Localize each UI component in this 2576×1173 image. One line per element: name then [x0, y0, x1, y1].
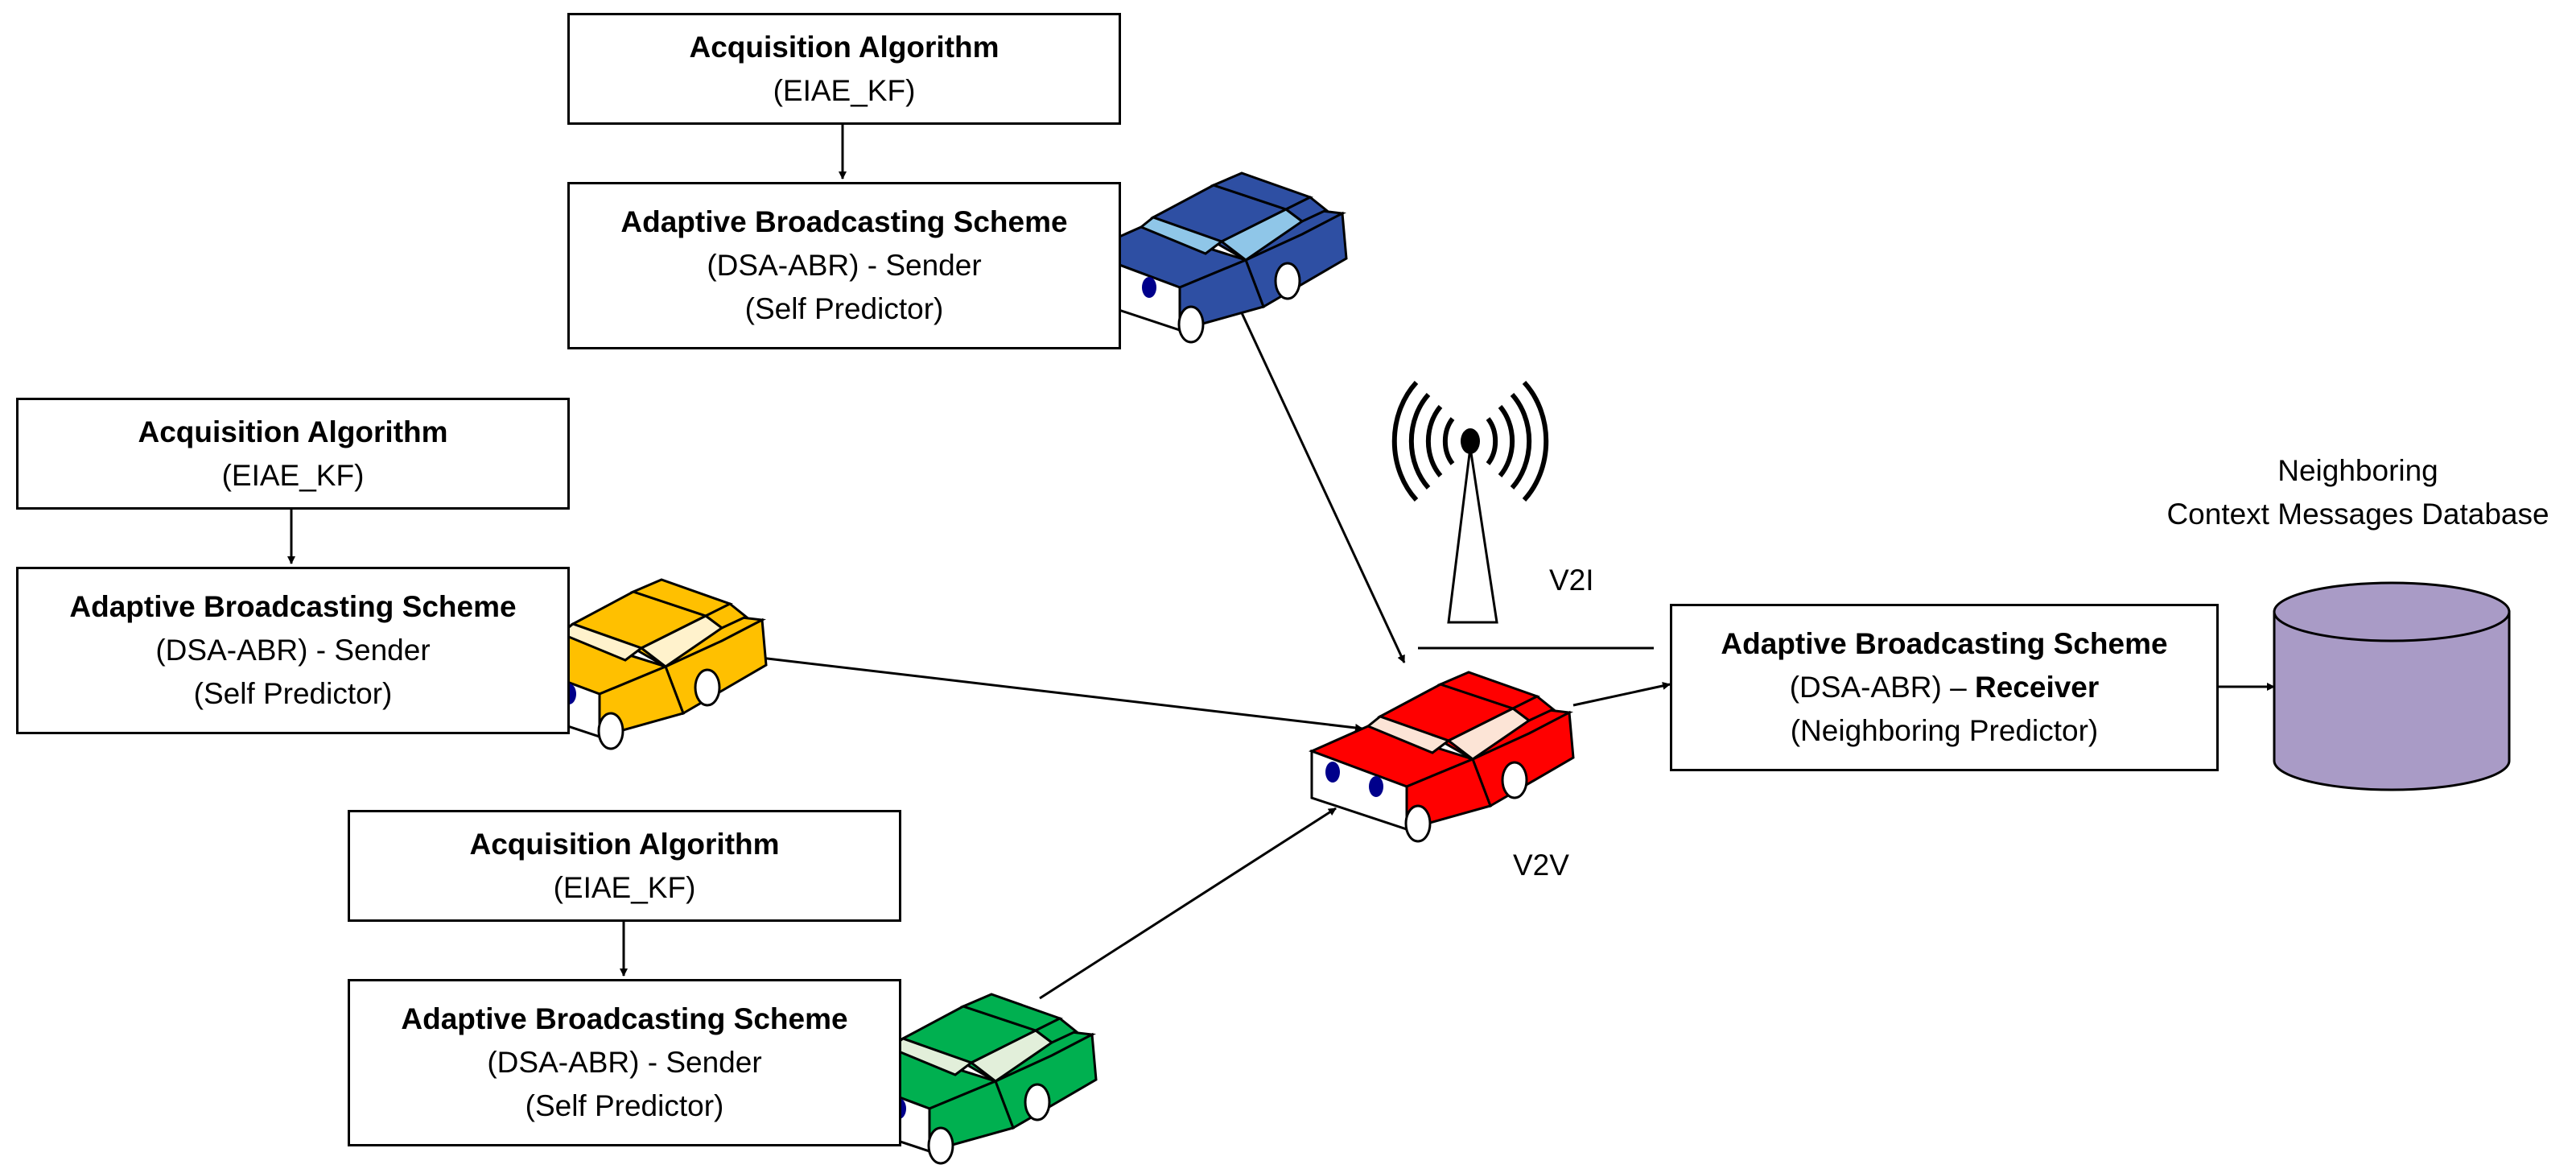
receiver-role: Receiver — [1974, 671, 2100, 704]
arrow-yellow-car-to-red-car — [760, 656, 1363, 732]
receiver-line2: (Neighboring Predictor) — [1790, 714, 2099, 747]
scheme-title: Adaptive Broadcasting Scheme — [620, 205, 1068, 238]
database-icon — [2273, 581, 2511, 791]
v2v-label: V2V — [1513, 849, 1569, 882]
database-label-line1: Neighboring — [2277, 454, 2438, 487]
receiver-line1-prefix: (DSA-ABR) – — [1789, 671, 1975, 704]
scheme-title: Adaptive Broadcasting Scheme — [69, 590, 517, 623]
arrow-green-car-to-red-car — [1039, 807, 1337, 1000]
sender-scheme-box-2: Adaptive Broadcasting Scheme (DSA-ABR) -… — [16, 567, 570, 734]
red-car-icon — [1310, 671, 1575, 843]
scheme-line1: (DSA-ABR) - Sender — [707, 249, 982, 282]
scheme-title: Adaptive Broadcasting Scheme — [401, 1002, 848, 1035]
acquisition-subtitle: (EIAE_KF) — [221, 458, 365, 492]
acquisition-title: Acquisition Algorithm — [689, 30, 999, 64]
acquisition-subtitle: (EIAE_KF) — [773, 73, 916, 107]
receiver-line1: (DSA-ABR) – Receiver — [1790, 666, 2100, 709]
sender-scheme-box-3: Adaptive Broadcasting Scheme (DSA-ABR) -… — [348, 979, 901, 1146]
acquisition-algorithm-box-2: Acquisition Algorithm (EIAE_KF) — [16, 398, 570, 510]
database-label: Neighboring Context Messages Database — [2141, 449, 2575, 536]
acquisition-algorithm-box-3: Acquisition Algorithm (EIAE_KF) — [348, 810, 901, 922]
receiver-title: Adaptive Broadcasting Scheme — [1721, 627, 2168, 660]
scheme-line2: (Self Predictor) — [193, 677, 393, 710]
scheme-line1: (DSA-ABR) - Sender — [487, 1046, 762, 1079]
scheme-line2: (Self Predictor) — [744, 292, 944, 325]
antenna-tower-icon — [1391, 380, 1549, 624]
scheme-line2: (Self Predictor) — [525, 1089, 724, 1122]
blue-car-icon — [1083, 171, 1348, 344]
receiver-scheme-box: Adaptive Broadcasting Scheme (DSA-ABR) –… — [1670, 604, 2219, 771]
acquisition-algorithm-box-1: Acquisition Algorithm (EIAE_KF) — [567, 13, 1121, 125]
acquisition-title: Acquisition Algorithm — [469, 827, 780, 861]
v2i-label: V2I — [1549, 564, 1594, 597]
database-label-line2: Context Messages Database — [2166, 498, 2549, 531]
scheme-line1: (DSA-ABR) - Sender — [155, 634, 431, 667]
acquisition-subtitle: (EIAE_KF) — [553, 870, 696, 904]
sender-scheme-box-1: Adaptive Broadcasting Scheme (DSA-ABR) -… — [567, 182, 1121, 349]
arrow-red-car-to-receiver — [1572, 682, 1671, 707]
acquisition-title: Acquisition Algorithm — [138, 415, 448, 448]
arrow-blue-car-to-red-car — [1231, 293, 1406, 663]
